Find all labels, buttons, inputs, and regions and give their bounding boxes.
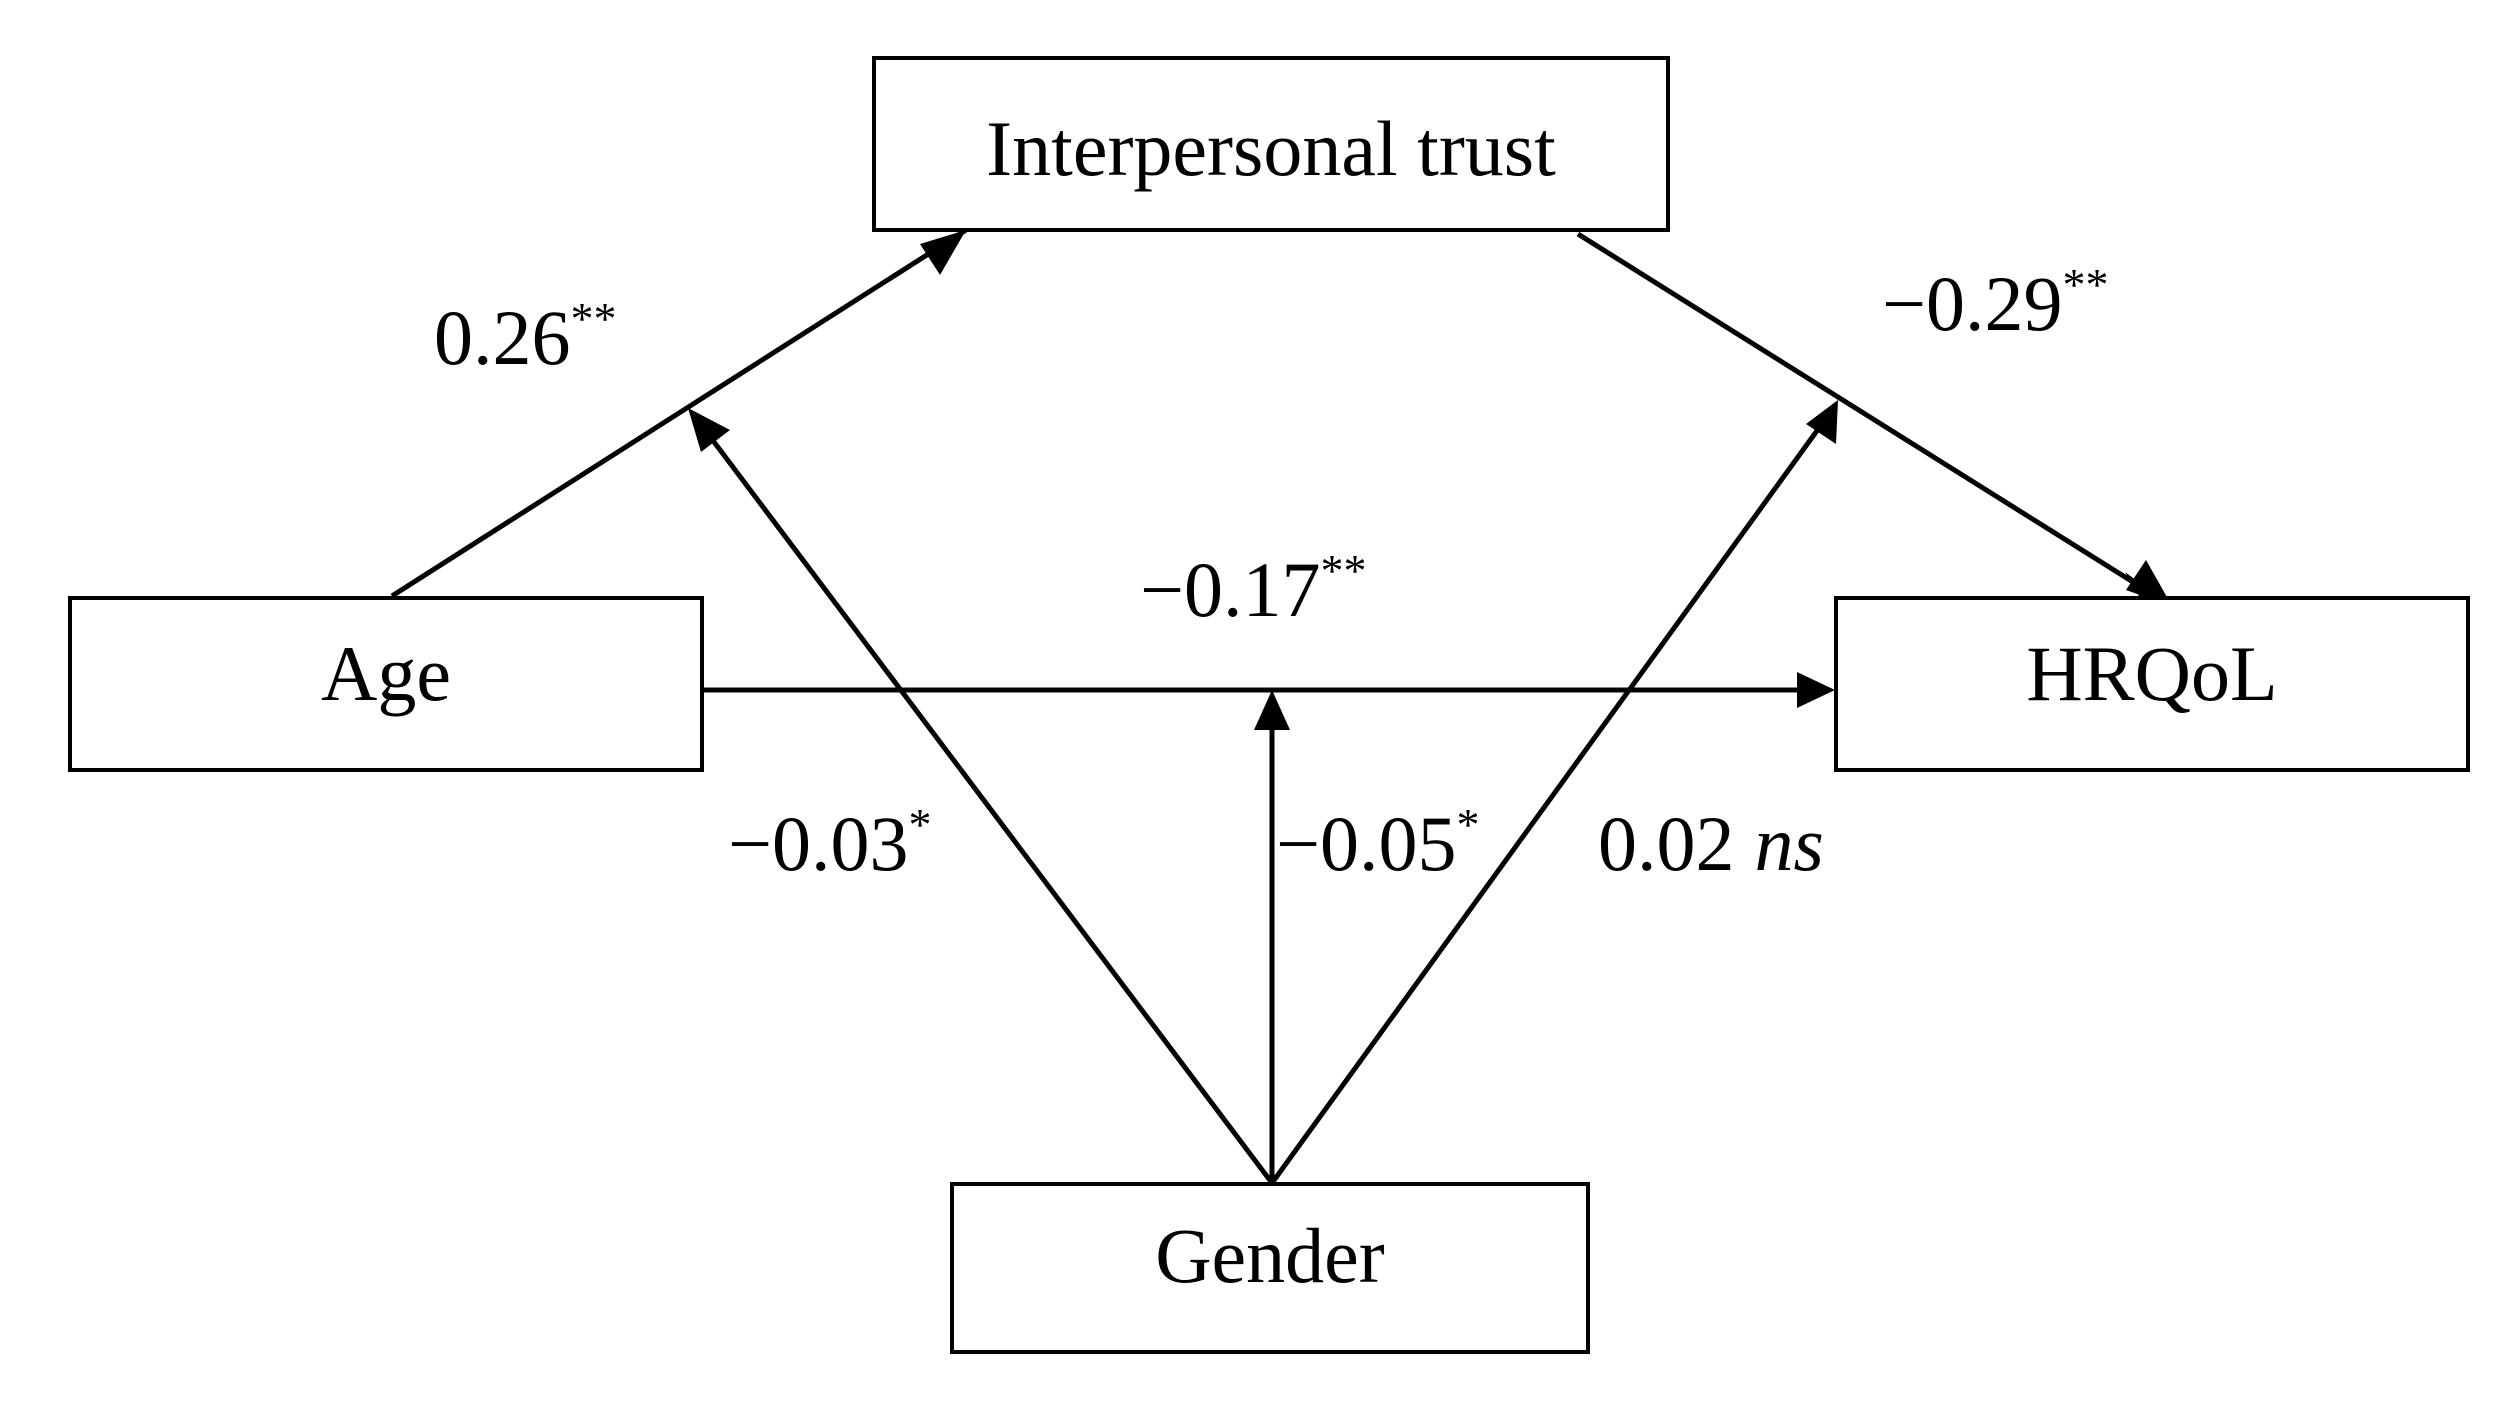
coef-trust-to-hrqol-value: −0.29 [1882, 260, 2063, 347]
coef-age-to-trust: 0.26** [434, 293, 617, 381]
arrowhead-age-to-trust [920, 230, 966, 275]
arrow-trust-to-hrqol [1576, 231, 2170, 607]
arrowhead-gender-to-age-trust-path [688, 408, 730, 452]
arrow-age-to-trust [390, 227, 968, 599]
coef-age-to-hrqol: −0.17** [1140, 545, 1367, 633]
arrowhead-gender-to-age-hrqol-path [1254, 690, 1290, 730]
coef-trust-to-hrqol-sig: ** [2063, 259, 2109, 310]
coef-gender-on-age-hrqol: −0.05* [1276, 799, 1480, 887]
node-age-label: Age [321, 630, 451, 717]
coef-gender-on-age-trust: −0.03* [728, 799, 932, 887]
node-hrqol-label: HRQoL [2026, 630, 2277, 717]
arrowhead-gender-to-trust-hrqol-path [1806, 400, 1838, 444]
coef-gender-on-age-hrqol-value: −0.05 [1276, 800, 1457, 887]
coef-gender-on-trust-hrqol-value: 0.02 [1598, 800, 1735, 887]
coef-trust-to-hrqol: −0.29** [1882, 259, 2109, 347]
coef-age-to-hrqol-sig: ** [1321, 545, 1367, 596]
coef-age-to-trust-sig: ** [571, 293, 617, 344]
arrowhead-trust-to-hrqol-fill [2126, 560, 2172, 606]
arrowhead-age-to-hrqol [1797, 672, 1835, 708]
coef-age-to-trust-value: 0.26 [434, 294, 571, 381]
coef-gender-on-age-hrqol-sig: * [1457, 799, 1480, 850]
coef-gender-on-age-trust-sig: * [909, 799, 932, 850]
node-gender: Gender [950, 1182, 1590, 1354]
node-age: Age [68, 596, 704, 772]
coef-gender-on-trust-hrqol-sig: ns [1755, 800, 1824, 887]
coef-gender-on-age-trust-value: −0.03 [728, 800, 909, 887]
node-hrqol: HRQoL [1834, 596, 2470, 772]
node-interpersonal-trust: Interpersonal trust [872, 56, 1670, 232]
arrow-gender-to-age-trust-path [694, 416, 1274, 1185]
node-gender-label: Gender [1155, 1212, 1385, 1299]
coef-age-to-hrqol-value: −0.17 [1140, 546, 1321, 633]
node-interpersonal-trust-label: Interpersonal trust [986, 105, 1556, 192]
arrow-gender-to-trust-hrqol-path [1269, 408, 1835, 1185]
